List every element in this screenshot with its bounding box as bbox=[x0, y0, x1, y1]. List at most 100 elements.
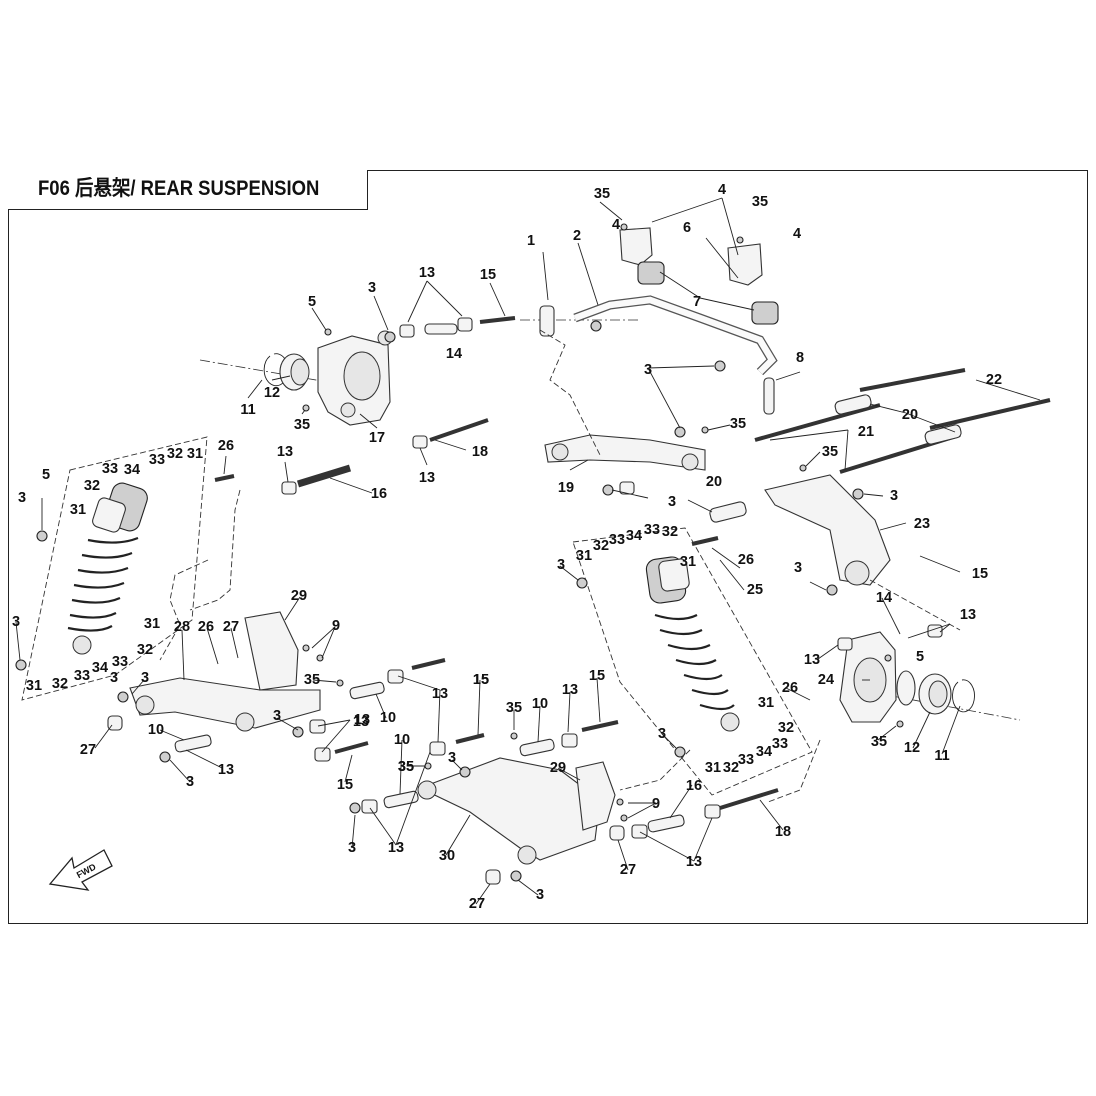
callout-5: 5 bbox=[42, 467, 50, 483]
bushing-13-left bbox=[281, 481, 297, 495]
sleeve-10-left bbox=[174, 734, 212, 753]
callout-28: 28 bbox=[174, 619, 190, 635]
bolt-15-right-a bbox=[455, 733, 485, 744]
callout-15: 15 bbox=[972, 566, 988, 582]
right-shock-outline bbox=[572, 527, 813, 796]
stabilizer-bushing-right bbox=[751, 301, 779, 325]
lower-arm-30 bbox=[418, 757, 601, 861]
sleeve-20-lower bbox=[924, 424, 962, 445]
nut-3-mid bbox=[602, 484, 614, 496]
callout-10: 10 bbox=[380, 710, 396, 726]
callout-3: 3 bbox=[273, 708, 281, 724]
sleeve-16-left bbox=[296, 464, 352, 488]
nut-3-lower-arm-left-b bbox=[159, 751, 171, 763]
nut-3-shock-top-left bbox=[36, 530, 48, 542]
callout-13: 13 bbox=[353, 714, 369, 730]
callout-35: 35 bbox=[822, 444, 838, 460]
callout-18: 18 bbox=[775, 824, 791, 840]
callout-21: 21 bbox=[858, 424, 874, 440]
callout-3: 3 bbox=[186, 774, 194, 790]
callout-35: 35 bbox=[752, 194, 768, 210]
bushing-13-right-arm-a bbox=[361, 799, 378, 814]
callout-4: 4 bbox=[718, 182, 726, 198]
lower-arm-30-eye bbox=[417, 780, 437, 800]
nut-3-lower-arm-right-c bbox=[510, 870, 522, 882]
callout-30: 30 bbox=[439, 848, 455, 864]
callout-35: 35 bbox=[398, 759, 414, 775]
callout-23: 23 bbox=[914, 516, 930, 532]
bushing-13-mid bbox=[412, 435, 428, 449]
callout-26: 26 bbox=[218, 438, 234, 454]
callout-26: 26 bbox=[782, 680, 798, 696]
callout-34: 34 bbox=[756, 744, 772, 760]
callout-16: 16 bbox=[371, 486, 387, 502]
guard-plate-29-right bbox=[575, 761, 616, 831]
callout-3: 3 bbox=[794, 560, 802, 576]
bushing-13-right-arm-b bbox=[429, 741, 446, 756]
callout-3: 3 bbox=[110, 670, 118, 686]
callout-3: 3 bbox=[658, 726, 666, 742]
callout-35: 35 bbox=[594, 186, 610, 202]
callout-2: 2 bbox=[573, 228, 581, 244]
left-knuckle-lower-eye bbox=[340, 402, 356, 418]
callout-10: 10 bbox=[532, 696, 548, 712]
nut-3-stabilizer bbox=[590, 320, 602, 332]
bushing-13-mid-right bbox=[619, 481, 635, 495]
callout-11: 11 bbox=[934, 748, 949, 764]
callout-32: 32 bbox=[778, 720, 794, 736]
callout-9: 9 bbox=[332, 618, 340, 634]
callout-3: 3 bbox=[18, 490, 26, 506]
guard-plate-29-left bbox=[244, 611, 299, 691]
stabilizer-bracket-right bbox=[727, 243, 763, 286]
nuts-and-fittings bbox=[15, 223, 904, 882]
callout-31: 31 bbox=[680, 554, 696, 570]
callout-27: 27 bbox=[223, 619, 239, 635]
guide-right-knuckle bbox=[767, 739, 821, 803]
callout-12: 12 bbox=[904, 740, 920, 756]
fitting-35-knuckle bbox=[302, 404, 310, 412]
upper-arm-19-eye-left bbox=[551, 443, 569, 461]
callout-31: 31 bbox=[144, 616, 160, 632]
callout-18: 18 bbox=[472, 444, 488, 460]
callout-12: 12 bbox=[264, 385, 280, 401]
callout-20: 20 bbox=[706, 474, 722, 490]
callout-6: 6 bbox=[683, 220, 691, 236]
upper-arm-19 bbox=[544, 434, 706, 471]
right-shock-top-eye bbox=[658, 558, 690, 592]
callout-13: 13 bbox=[354, 712, 370, 728]
callout-19: 19 bbox=[558, 480, 574, 496]
guide-right-shock bbox=[619, 749, 691, 791]
callout-33: 33 bbox=[112, 654, 128, 670]
guide-left-arm bbox=[189, 489, 241, 611]
upper-arm-23-ball-joint bbox=[844, 560, 870, 586]
callout-3: 3 bbox=[368, 280, 376, 296]
fitting-5-knuckle bbox=[324, 328, 332, 336]
callout-26: 26 bbox=[198, 619, 214, 635]
nut-3-stabilizer-right bbox=[714, 360, 726, 372]
nut-3-lower-arm-mid bbox=[292, 726, 304, 738]
bolt-18-right bbox=[719, 788, 779, 810]
callout-33: 33 bbox=[772, 736, 788, 752]
callout-4: 4 bbox=[793, 226, 801, 242]
callout-32: 32 bbox=[662, 524, 678, 540]
sleeve-10-right-b bbox=[519, 738, 555, 757]
callout-32: 32 bbox=[167, 446, 183, 462]
guide-stabilizer-link bbox=[539, 329, 601, 456]
callout-3: 3 bbox=[668, 494, 676, 510]
left-bearing-inner bbox=[290, 358, 310, 386]
bolt-15-left-a bbox=[411, 658, 446, 670]
callout-35: 35 bbox=[506, 700, 522, 716]
right-circlip bbox=[952, 679, 975, 713]
callout-26: 26 bbox=[738, 552, 754, 568]
bolt-22-lower bbox=[929, 398, 1051, 430]
bolt-18-left bbox=[429, 418, 489, 442]
callout-27: 27 bbox=[620, 862, 636, 878]
fitting-35-bracket-right bbox=[736, 236, 744, 244]
bushing-13-right-upper bbox=[837, 637, 853, 651]
callout-13: 13 bbox=[960, 607, 976, 623]
bushing-13-arm-c bbox=[314, 747, 331, 762]
callout-15: 15 bbox=[480, 267, 496, 283]
bolt-9-left-a bbox=[302, 644, 310, 652]
upper-arm-23 bbox=[764, 474, 891, 586]
stabilizer-link-left bbox=[539, 305, 555, 337]
